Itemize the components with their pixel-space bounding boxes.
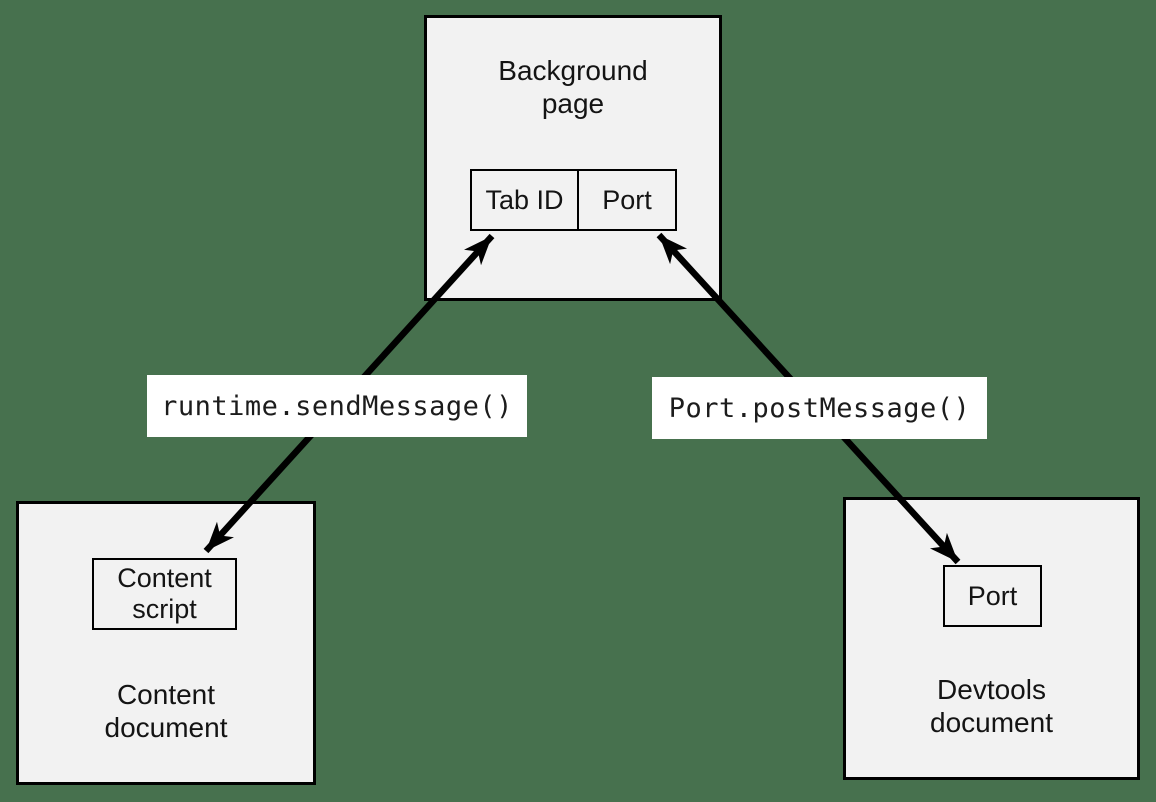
content-document-title: Content document — [19, 678, 313, 744]
content-script-line: script — [132, 594, 197, 624]
title-line: Background — [498, 55, 648, 86]
edge-label-runtime-sendmessage: runtime.sendMessage() — [147, 375, 527, 437]
devtools-port-label: Port — [967, 580, 1018, 611]
node-devtools-document: Port Devtools document — [843, 497, 1140, 780]
background-page-slot-row: Tab ID Port — [470, 169, 677, 231]
title-line: page — [541, 88, 605, 119]
slot-background-port: Port — [577, 169, 677, 231]
title-line: document — [930, 707, 1053, 738]
devtools-document-title: Devtools document — [846, 673, 1137, 739]
edge-label-port-postmessage: Port.postMessage() — [652, 377, 987, 439]
title-line: Devtools — [937, 674, 1046, 705]
slot-tab-id-label: Tab ID — [485, 184, 564, 215]
content-script-box: Content script — [92, 558, 237, 630]
slot-tab-id: Tab ID — [470, 169, 579, 231]
devtools-port-box: Port — [943, 565, 1042, 627]
node-background-page: Background page Tab ID Port — [424, 15, 722, 301]
title-line: Content — [116, 679, 216, 710]
background-page-title: Background page — [427, 54, 719, 120]
title-line: document — [104, 712, 228, 743]
node-content-document: Content script Content document — [16, 501, 316, 785]
slot-background-port-label: Port — [602, 184, 652, 215]
content-script-line: Content — [117, 563, 212, 593]
